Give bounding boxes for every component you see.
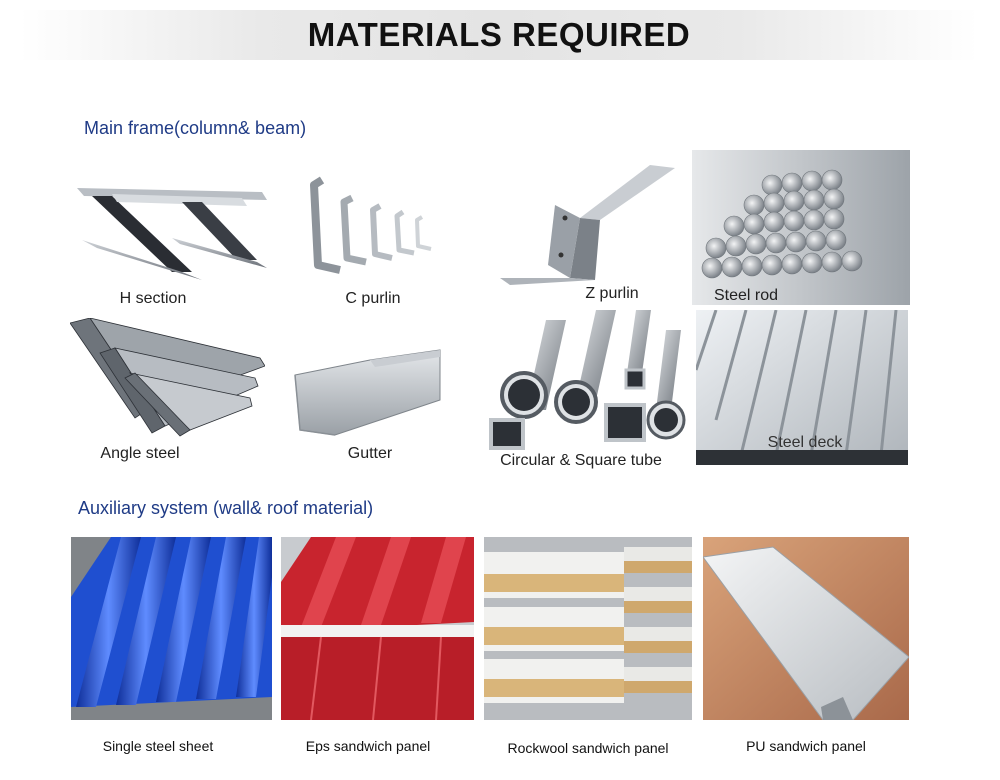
gutter-image xyxy=(290,345,442,440)
section-title-auxiliary: Auxiliary system (wall& roof material) xyxy=(78,498,374,518)
eps-sandwich-panel-image xyxy=(281,537,474,720)
section-title-main-frame: Main frame(column& beam) xyxy=(84,118,307,138)
c-purlin-label: C purlin xyxy=(345,290,401,307)
tube-image xyxy=(486,310,686,450)
steel-rod-image xyxy=(692,150,910,305)
eps-sandwich-panel-label: Eps sandwich panel xyxy=(305,738,431,754)
tube-label: Circular & Square tube xyxy=(500,452,662,469)
h-section-label: H section xyxy=(119,290,187,307)
rockwool-sandwich-panel-image xyxy=(484,537,692,720)
steel-deck-label: Steel deck xyxy=(767,434,843,451)
steel-rod-label: Steel rod xyxy=(713,287,779,304)
angle-steel-image xyxy=(70,318,265,438)
title-banner: MATERIALS REQUIRED xyxy=(20,10,978,60)
gutter-label: Gutter xyxy=(347,445,393,462)
z-purlin-label: Z purlin xyxy=(585,285,639,302)
angle-steel-label: Angle steel xyxy=(100,445,180,462)
rockwool-sandwich-panel-label: Rockwool sandwich panel xyxy=(507,740,669,756)
h-section-image xyxy=(72,180,272,285)
single-steel-sheet-label: Single steel sheet xyxy=(102,738,214,754)
page-title: MATERIALS REQUIRED xyxy=(307,16,691,53)
c-purlin-image xyxy=(300,170,450,280)
single-steel-sheet-image xyxy=(71,537,272,720)
z-purlin-image xyxy=(500,160,680,285)
pu-sandwich-panel-label: PU sandwich panel xyxy=(746,738,866,754)
steel-deck-image xyxy=(696,310,908,465)
pu-sandwich-panel-image xyxy=(703,537,909,720)
